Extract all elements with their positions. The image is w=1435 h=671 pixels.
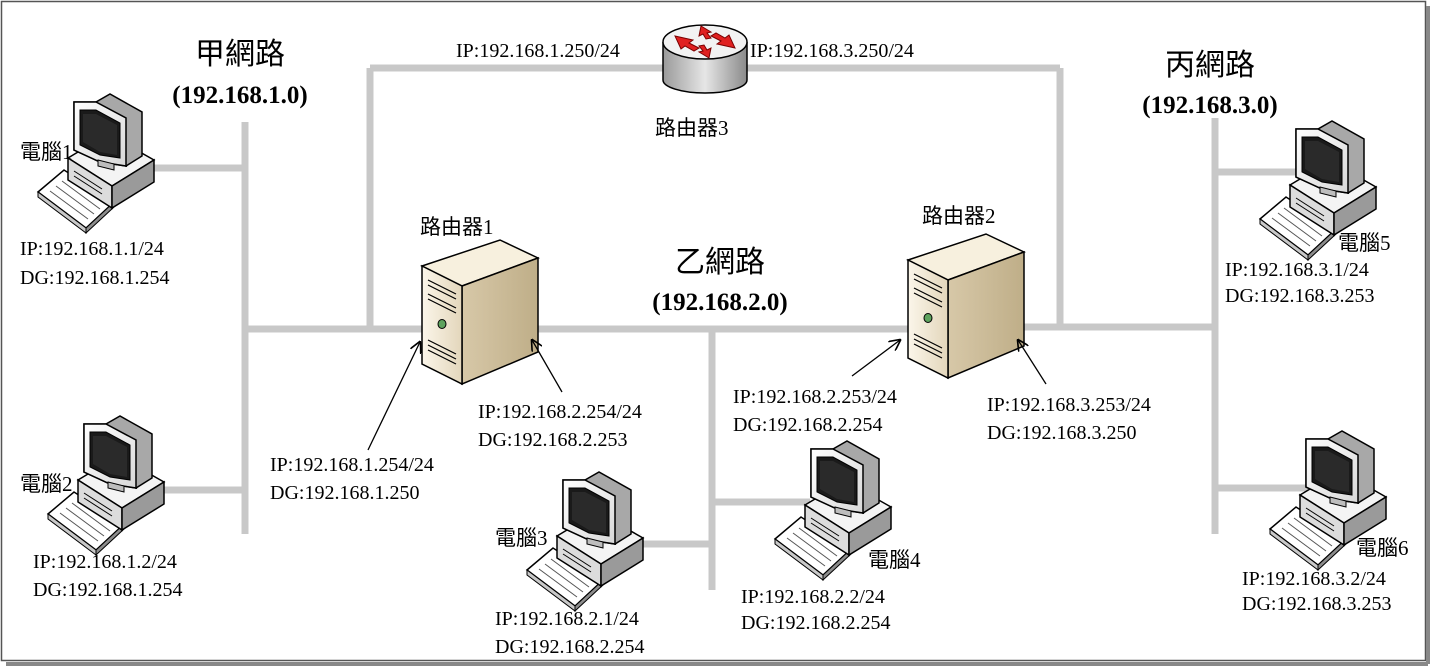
router3-ip-right: IP:192.168.3.250/24	[750, 40, 914, 62]
router2-name: 路由器2	[922, 204, 996, 228]
network-a-address: (192.168.1.0)	[172, 82, 308, 109]
computer2-dg: DG:192.168.1.254	[33, 579, 183, 601]
network-a-name: 甲網路	[195, 38, 285, 71]
router3-name: 路由器3	[655, 116, 729, 140]
router2-ip-left: IP:192.168.2.253/24	[733, 386, 897, 408]
computer6-dg: DG:192.168.3.253	[1242, 593, 1392, 615]
router3-ip-left: IP:192.168.1.250/24	[456, 40, 620, 62]
computer5-ip: IP:192.168.3.1/24	[1225, 259, 1369, 281]
computer3-dg: DG:192.168.2.254	[495, 636, 645, 658]
computer2-ip: IP:192.168.1.2/24	[33, 551, 177, 573]
router1-ip-right: IP:192.168.2.254/24	[478, 401, 642, 423]
computer4-ip: IP:192.168.2.2/24	[741, 586, 885, 608]
router1-dg-left: DG:192.168.1.250	[270, 482, 420, 504]
computer2-name: 電腦2	[20, 472, 73, 496]
router3-icon	[662, 24, 748, 94]
router2-ip-right: IP:192.168.3.253/24	[987, 394, 1151, 416]
computer3-name: 電腦3	[495, 526, 548, 550]
computer4-dg: DG:192.168.2.254	[741, 612, 891, 634]
router1-name: 路由器1	[420, 215, 494, 239]
arrow-router1-right	[532, 340, 563, 393]
computer1-name: 電腦1	[20, 140, 73, 164]
computer5-name: 電腦5	[1338, 231, 1391, 255]
computer4-name: 電腦4	[868, 548, 921, 572]
router1-dg-right: DG:192.168.2.253	[478, 429, 628, 451]
computer1-ip: IP:192.168.1.1/24	[20, 238, 164, 260]
router1-ip-left: IP:192.168.1.254/24	[270, 454, 434, 476]
computer6-ip: IP:192.168.3.2/24	[1242, 568, 1386, 590]
router2-dg-right: DG:192.168.3.250	[987, 422, 1137, 444]
arrow-router2-left	[851, 340, 900, 377]
router2-dg-left: DG:192.168.2.254	[733, 414, 883, 436]
arrow-router1-left	[367, 342, 420, 451]
network-b-address: (192.168.2.0)	[652, 289, 788, 316]
computer5-dg: DG:192.168.3.253	[1225, 285, 1375, 307]
computer3-ip: IP:192.168.2.1/24	[495, 608, 639, 630]
network-c-name: 丙網路	[1165, 49, 1255, 82]
network-b-name: 乙網路	[675, 246, 765, 279]
network-cables	[140, 64, 1308, 590]
callout-arrows	[367, 340, 1047, 451]
computer1-dg: DG:192.168.1.254	[20, 267, 170, 289]
arrow-router2-right	[1018, 340, 1047, 385]
network-c-address: (192.168.3.0)	[1142, 92, 1278, 119]
computer6-name: 電腦6	[1356, 536, 1409, 560]
